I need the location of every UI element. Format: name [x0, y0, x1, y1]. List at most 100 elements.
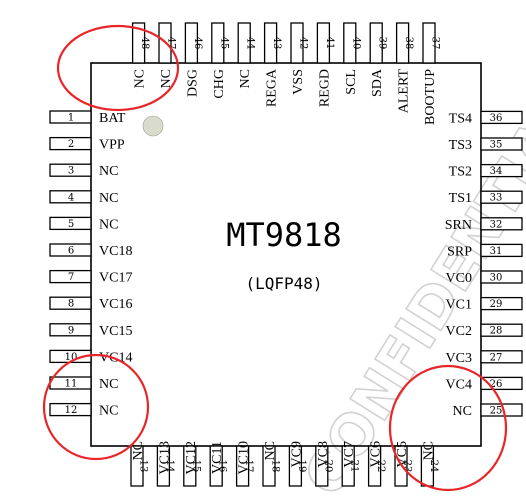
- pin-label: VC10: [237, 441, 252, 474]
- pin-number: 39: [377, 37, 388, 50]
- pin-label: VC6: [369, 441, 384, 467]
- pin-lead: [183, 445, 197, 487]
- pin-lead: [341, 445, 355, 487]
- pin-lead: [480, 163, 523, 178]
- pin-lead: [156, 445, 171, 487]
- pin-lead: [49, 269, 92, 284]
- pin-label: TS2: [449, 165, 472, 180]
- pin-number: 5: [68, 219, 74, 230]
- pin-number: 7: [68, 272, 74, 283]
- pin-label: VC16: [99, 297, 132, 312]
- pin-number: 43: [271, 37, 282, 50]
- pin-lead: [237, 22, 251, 64]
- pin-label: REGA: [265, 68, 280, 107]
- pin-lead: [49, 216, 92, 231]
- pin-label: VC12: [184, 441, 199, 474]
- pin-number: 11: [65, 379, 78, 390]
- pin-lead: [131, 22, 146, 64]
- pin-lead: [480, 323, 523, 337]
- pin-label: NC: [99, 404, 118, 419]
- pin-lead: [211, 22, 225, 64]
- pin-number: 31: [490, 246, 503, 257]
- chip-package: (LQFP48): [245, 274, 322, 293]
- pin-label: SDA: [370, 68, 385, 97]
- pin-label: VSS: [291, 69, 306, 95]
- pin-number: 17: [243, 460, 254, 473]
- pin-lead: [49, 110, 92, 124]
- pin-lead: [49, 296, 92, 310]
- pin-lead: [315, 445, 329, 487]
- pin-lead: [263, 22, 278, 64]
- pin-lead: [49, 190, 92, 204]
- pin-number: 10: [65, 352, 78, 363]
- pin-lead: [480, 296, 523, 311]
- highlight-circle-bottom-right: [388, 364, 508, 492]
- pin-lead: [480, 350, 523, 364]
- pin-lead: [480, 190, 523, 204]
- pin-label: VC4: [446, 377, 472, 392]
- pin-lead: [480, 217, 523, 231]
- pin-number: 6: [68, 246, 74, 257]
- pin-label: VC7: [342, 441, 357, 467]
- pin1-indicator-dot: [142, 115, 164, 137]
- pin-label: NC: [99, 377, 118, 392]
- pin-number: 24: [428, 460, 439, 473]
- pin-number: 40: [350, 37, 361, 50]
- pins-top: 37BOOTUP38ALERT39SDA40SCL41REGD42VSS43RE…: [131, 22, 441, 125]
- pin-lead: [480, 270, 523, 284]
- pin-lead: [49, 163, 92, 177]
- pin-lead: [49, 323, 92, 337]
- pin-label: NC: [238, 69, 253, 88]
- pin-label: REGD: [317, 69, 332, 107]
- pin-number: 44: [245, 37, 256, 50]
- pin-label: VC0: [446, 271, 472, 286]
- pin-number: 22: [375, 460, 386, 473]
- highlight-circles: [42, 24, 508, 492]
- pin-number: 48: [139, 37, 150, 50]
- pin-lead: [480, 110, 523, 125]
- pin-label: TS1: [449, 191, 472, 206]
- pin-number: 16: [217, 460, 228, 473]
- pin-label: VC15: [99, 324, 132, 339]
- pin-number: 25: [490, 406, 503, 417]
- highlight-circle-bottom-left: [42, 353, 150, 461]
- pin-number: 15: [190, 460, 201, 473]
- pins-right: 25NC26VC427VC328VC229VC130VC031SRP32SRN3…: [445, 110, 523, 419]
- pin-lead: [316, 22, 331, 64]
- pin-lead: [235, 445, 250, 487]
- pin-label: VC13: [157, 441, 172, 474]
- pin-lead: [184, 22, 199, 64]
- pin-label: VC9: [289, 441, 304, 467]
- pin-number: 18: [270, 460, 281, 473]
- pin-label: NC: [421, 441, 436, 460]
- pin-lead: [480, 243, 523, 258]
- pin-number: 9: [68, 325, 74, 336]
- pin-number: 28: [490, 326, 503, 337]
- pin-label: DSG: [185, 69, 200, 97]
- pin-number: 41: [324, 37, 335, 50]
